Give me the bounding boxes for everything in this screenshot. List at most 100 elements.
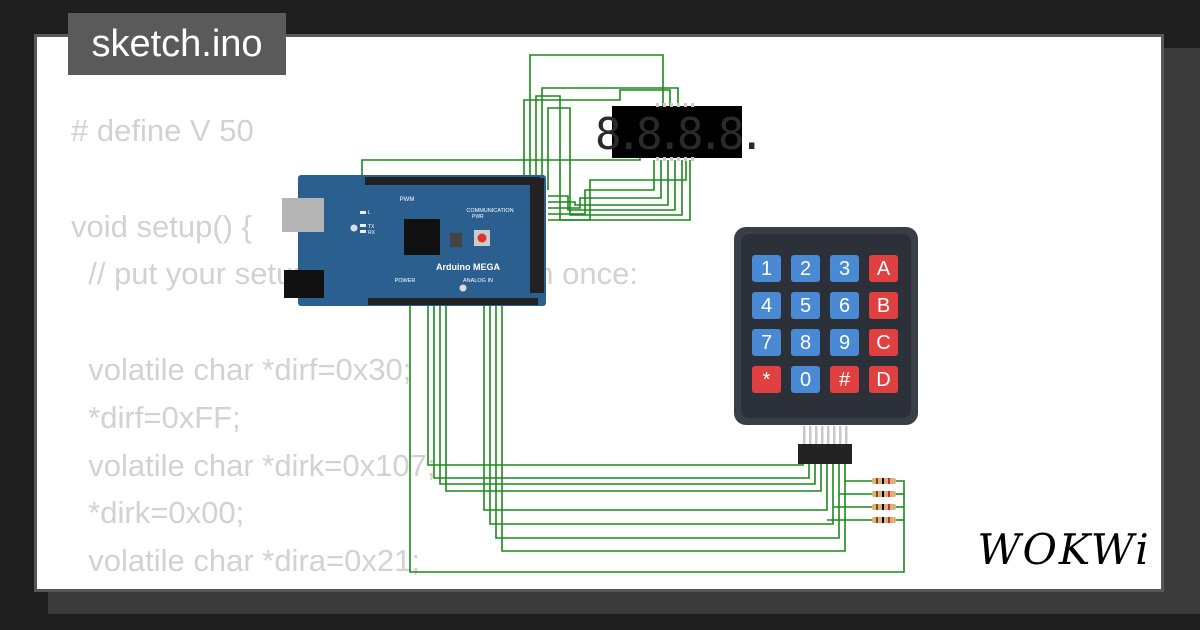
resistor-band (882, 504, 884, 510)
display-pin (677, 103, 680, 107)
board-name: Arduino MEGA (436, 262, 500, 272)
wire (409, 305, 905, 573)
wire (548, 160, 676, 211)
key-label: C (876, 332, 890, 354)
display-pin (691, 103, 694, 107)
wires (361, 54, 905, 573)
wire (439, 305, 816, 485)
wire (483, 305, 828, 511)
key-A[interactable] (869, 255, 898, 282)
key-label: 9 (839, 332, 850, 354)
keypad-pin (809, 426, 812, 444)
power-jack (284, 270, 324, 298)
key-3[interactable] (830, 255, 859, 282)
display-pin (656, 157, 659, 161)
rx-led (360, 230, 366, 233)
resistor-band (888, 491, 890, 497)
power-label: POWER (395, 278, 416, 284)
resistor-band (876, 504, 878, 510)
wire (541, 87, 679, 184)
key-#[interactable] (830, 366, 859, 393)
keypad-pin (821, 426, 824, 444)
key-2[interactable] (791, 255, 820, 282)
key-8[interactable] (791, 329, 820, 356)
key-label: B (877, 295, 890, 317)
key-label: 4 (761, 295, 772, 317)
tx-led (360, 224, 366, 227)
keypad-pin (833, 426, 836, 444)
resistor-band (882, 491, 884, 497)
key-label: D (876, 369, 890, 391)
key-1[interactable] (752, 255, 781, 282)
display-pin (684, 103, 687, 107)
mount-hole (350, 224, 358, 232)
key-7[interactable] (752, 329, 781, 356)
resistor-band (888, 517, 890, 523)
display-pin (670, 157, 673, 161)
resistor-band (882, 517, 884, 523)
display-pin (670, 103, 673, 107)
arduino-mega-board[interactable]: Arduino MEGA PWM COMMUNICATION POWER ANA… (282, 175, 546, 306)
key-label: 7 (761, 332, 772, 354)
wire (495, 305, 840, 539)
resistor-band (876, 517, 878, 523)
wire (548, 160, 662, 209)
keypad-connector (798, 444, 852, 464)
display-pin (656, 103, 659, 107)
code-line: volatile char *dira=0x21; (71, 543, 420, 579)
pwr-led-label: PWR (472, 214, 484, 220)
resistor-band (888, 504, 890, 510)
display-pin (677, 157, 680, 161)
usb-port (282, 198, 324, 232)
display-pins (656, 103, 694, 161)
brand-text: WOKWi (978, 526, 1150, 574)
code-line: *dirk=0x00; (71, 495, 245, 531)
code-line: # define V 50 (71, 113, 254, 148)
wire (547, 107, 683, 216)
wire (548, 160, 669, 206)
code-line: void setup() { (71, 208, 252, 244)
key-label: 1 (761, 258, 772, 280)
pwm-label: PWM (400, 197, 415, 203)
side-header (530, 178, 544, 293)
keypad-pin (839, 426, 842, 444)
reset-button-cap (477, 233, 487, 243)
seven-segment-display[interactable]: 8.8.8.8. (595, 106, 765, 160)
keypad-pin (815, 426, 818, 444)
keypad-pin (803, 426, 806, 444)
key-*[interactable] (752, 366, 781, 393)
key-0[interactable] (791, 366, 820, 393)
keypad-pin (845, 426, 848, 444)
tx-led-label: TX (368, 224, 375, 230)
wire (529, 54, 664, 184)
key-6[interactable] (830, 292, 859, 319)
file-title: sketch.ino (68, 13, 286, 75)
comm-label: COMMUNICATION (466, 208, 513, 214)
keypad-pin (827, 426, 830, 444)
key-label: * (763, 369, 771, 391)
key-D[interactable] (869, 366, 898, 393)
wokwi-logo: WOKWi (978, 526, 1150, 574)
resistor-array[interactable] (872, 478, 896, 523)
analog-label: ANALOG IN (463, 278, 493, 284)
editor-card: # define V 50 void setup() { // put your… (34, 34, 1164, 592)
mcu-chip (404, 219, 440, 255)
key-9[interactable] (830, 329, 859, 356)
digital-header (365, 177, 540, 185)
wire (523, 89, 671, 184)
resistor-band (876, 491, 878, 497)
key-4[interactable] (752, 292, 781, 319)
key-B[interactable] (869, 292, 898, 319)
key-C[interactable] (869, 329, 898, 356)
key-label: A (877, 258, 891, 280)
mount-hole (459, 284, 467, 292)
key-5[interactable] (791, 292, 820, 319)
rx-led-label: RX (368, 230, 376, 236)
code-line: volatile char *dirf=0x30; (71, 351, 412, 387)
resistor-band (882, 478, 884, 484)
display-pin (684, 157, 687, 161)
display-pin (663, 157, 666, 161)
key-label: 0 (800, 369, 811, 391)
analog-header (368, 298, 538, 305)
